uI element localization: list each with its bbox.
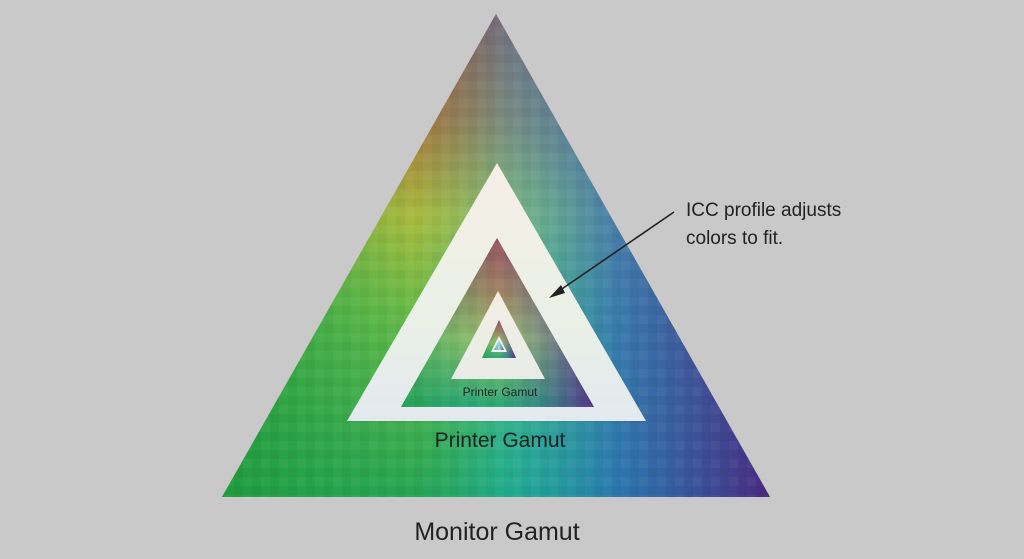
annotation-text-line1: ICC profile adjusts [686,200,841,221]
icc-annotation: ICC profile adjusts colors to fit. [549,200,841,298]
monitor-gamut-label: Monitor Gamut [414,518,579,546]
printer-gamut-label: Printer Gamut [435,429,566,452]
annotation-arrowhead-icon [549,285,565,298]
annotation-text-line2: colors to fit. [686,228,783,249]
innermost-gamut-triangle [482,320,516,358]
inner-printer-gamut-label: Printer Gamut [463,385,538,399]
annotation-arrow-line [555,211,675,294]
